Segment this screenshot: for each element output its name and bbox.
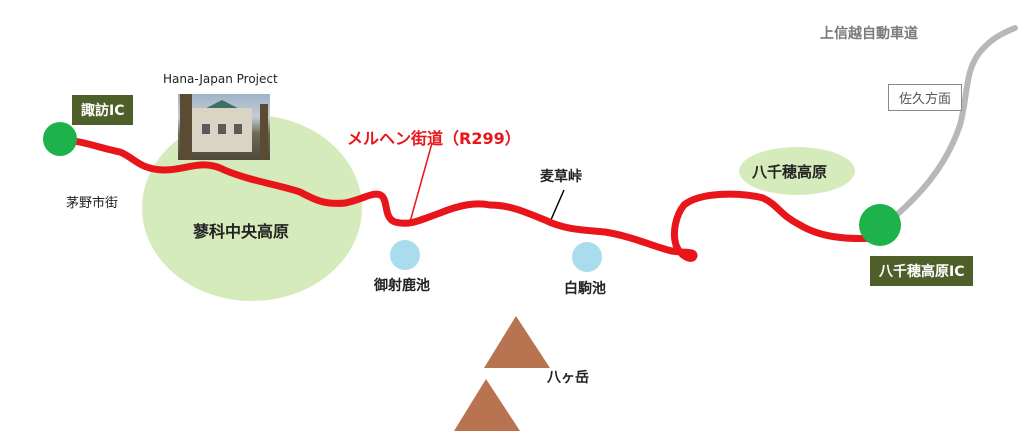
expressway-label: 上信越自動車道 xyxy=(820,26,918,42)
yatsugatake-peak-upper xyxy=(484,316,550,368)
yachiho-ic-label: 八千穂高原IC xyxy=(870,256,974,286)
yachiho-plateau-area xyxy=(739,147,855,195)
expressway-line xyxy=(882,25,1018,228)
mishaka-pond-marker xyxy=(390,240,420,270)
project-house-photo xyxy=(178,94,270,160)
yachiho-plateau-label: 八千穂高原 xyxy=(752,163,828,181)
saku-direction-label: 佐久方面 xyxy=(888,84,963,111)
tateshina-plateau-area xyxy=(142,115,362,301)
shirakoma-pond-marker xyxy=(572,242,602,272)
mishaka-pond-label: 御射鹿池 xyxy=(374,278,430,294)
project-name-label: Hana-Japan Project xyxy=(163,72,278,86)
shirakoma-pond-label: 白駒池 xyxy=(564,281,606,297)
tateshina-label: 蓼科中央高原 xyxy=(193,222,290,241)
yachiho-ic-marker xyxy=(859,204,901,246)
chino-city-label: 茅野市街 xyxy=(66,196,119,211)
yatsugatake-label: 八ヶ岳 xyxy=(547,370,589,386)
suwa-ic-marker xyxy=(43,122,77,156)
yatsugatake-peak-lower xyxy=(454,379,520,431)
mugikusa-pass-label: 麦草峠 xyxy=(540,169,582,185)
route-name-label: メルヘン街道（R299） xyxy=(347,129,521,148)
route-line xyxy=(58,136,884,262)
mugikusa-pass-pointer xyxy=(549,189,565,223)
suwa-ic-label: 諏訪IC xyxy=(72,95,134,125)
route-name-pointer xyxy=(409,142,433,223)
